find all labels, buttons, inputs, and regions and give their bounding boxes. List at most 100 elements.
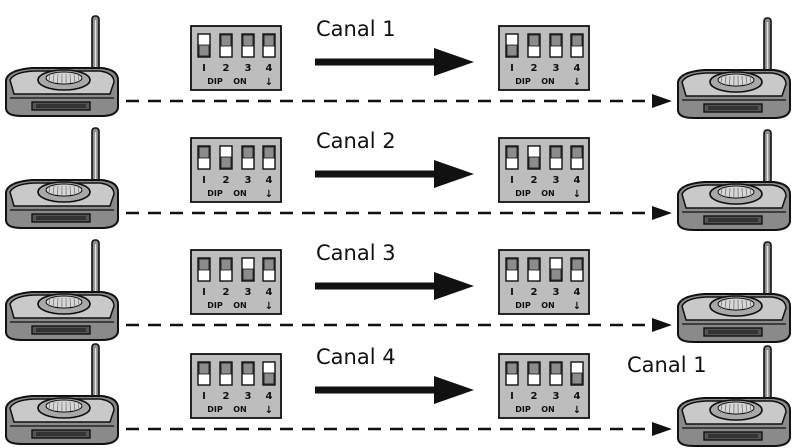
wireless-router-icon <box>5 343 119 445</box>
dip-knob <box>528 258 540 271</box>
front-panel-inner <box>708 106 758 110</box>
dip-number: 2 <box>223 391 230 402</box>
front-panel-inner <box>708 218 758 222</box>
dip-knob <box>220 34 232 47</box>
dip-knob <box>506 44 518 57</box>
dip-knob <box>220 156 232 169</box>
dome-rib <box>73 185 76 196</box>
dome-rib <box>729 75 731 86</box>
dome-rib <box>69 401 71 412</box>
dashed-arrow-head <box>652 318 672 332</box>
dome-rib <box>77 401 80 412</box>
dip-label: DIP <box>515 189 531 198</box>
dome-rib <box>724 403 727 414</box>
dip-number: 2 <box>531 175 538 186</box>
dashed-arrow-head <box>652 94 672 108</box>
dome-rib <box>749 187 752 198</box>
dome-rib <box>73 401 76 412</box>
dip-number: I <box>202 391 206 402</box>
router-dome-top <box>45 71 83 85</box>
down-arrow-icon: ↓ <box>573 301 581 312</box>
dome-rib <box>48 297 51 308</box>
dome-rib <box>73 73 76 84</box>
on-label: ON <box>233 405 247 414</box>
dip-knob <box>263 34 275 47</box>
dome-rib <box>729 299 731 310</box>
router-dome-top <box>717 73 755 87</box>
solid-arrow-head <box>434 376 474 404</box>
dip-knob <box>263 258 275 271</box>
dip-knob <box>242 362 254 375</box>
dip-label: DIP <box>207 189 223 198</box>
dome-rib <box>724 299 727 310</box>
on-label: ON <box>541 77 555 86</box>
dome-rib <box>52 73 55 84</box>
dome-rib <box>720 187 723 198</box>
dip-knob <box>242 34 254 47</box>
dip-number: 3 <box>553 175 560 186</box>
on-label: ON <box>541 405 555 414</box>
dip-knob <box>506 362 518 375</box>
on-label: ON <box>233 189 247 198</box>
dip-knob <box>571 258 583 271</box>
front-panel-inner <box>36 104 86 108</box>
dome-rib <box>749 75 752 86</box>
dip-number: 4 <box>266 287 273 298</box>
dome-rib <box>720 75 723 86</box>
dip-number: 2 <box>223 287 230 298</box>
dip-knob <box>198 362 210 375</box>
down-arrow-icon: ↓ <box>265 405 273 416</box>
solid-arrow-head <box>434 48 474 76</box>
wireless-router-icon <box>5 15 119 117</box>
dip-number: I <box>510 63 514 74</box>
dip-knob <box>263 372 275 385</box>
dome-rib <box>57 185 59 196</box>
dip-number: 4 <box>266 175 273 186</box>
dome-rib <box>745 403 748 414</box>
front-panel-inner <box>36 432 86 436</box>
dip-number: I <box>202 175 206 186</box>
dip-knob <box>528 362 540 375</box>
dip-knob <box>571 372 583 385</box>
dome-rib <box>69 297 71 308</box>
router-dome-top <box>717 401 755 415</box>
dip-knob <box>550 268 562 281</box>
dip-number: I <box>510 287 514 298</box>
dip-knob <box>571 146 583 159</box>
dip-label: DIP <box>515 405 531 414</box>
dip-number: I <box>202 63 206 74</box>
dome-rib <box>52 185 55 196</box>
dip-number: 3 <box>245 287 252 298</box>
down-arrow-icon: ↓ <box>573 405 581 416</box>
dip-number: 3 <box>553 287 560 298</box>
dip-number: 2 <box>223 175 230 186</box>
router-dome-top <box>45 295 83 309</box>
wireless-router-icon <box>677 129 791 231</box>
dip-number: 3 <box>245 391 252 402</box>
dip-number: 3 <box>553 391 560 402</box>
dome-rib <box>48 73 51 84</box>
wireless-router-icon <box>5 239 119 341</box>
dome-rib <box>77 185 80 196</box>
dip-knob <box>220 362 232 375</box>
dip-number: I <box>510 175 514 186</box>
dip-number: 2 <box>531 287 538 298</box>
dome-rib <box>741 299 743 310</box>
channel-label: Canal 3 <box>316 241 396 265</box>
dip-number: 4 <box>574 287 581 298</box>
wireless-router-icon <box>5 127 119 229</box>
dome-rib <box>724 187 727 198</box>
dip-number: I <box>202 287 206 298</box>
dome-rib <box>745 299 748 310</box>
on-label: ON <box>233 77 247 86</box>
dip-knob <box>550 146 562 159</box>
router-dome-top <box>717 297 755 311</box>
